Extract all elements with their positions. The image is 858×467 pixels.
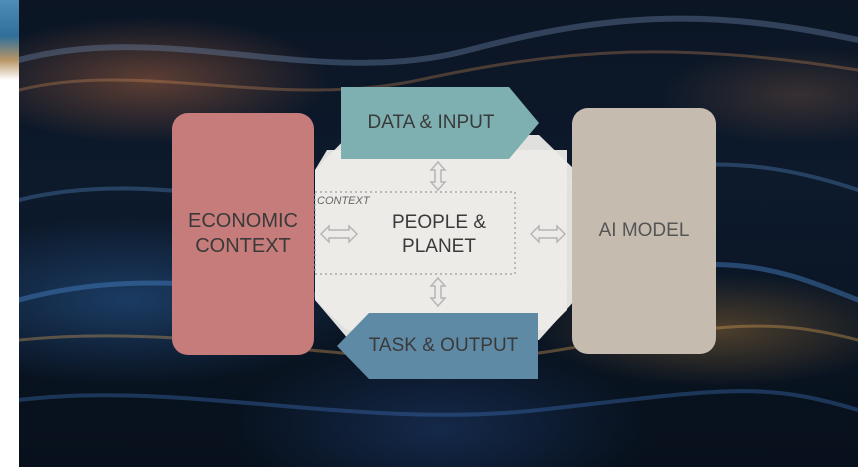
economic-context-box [172,113,314,355]
data-input-arrow [341,87,539,159]
people-planet-frame [314,191,516,275]
people-planet-label: PEOPLE & PLANET [392,212,486,257]
task-output-arrow [337,313,538,379]
ai-model-label: AI MODEL [598,220,690,242]
diagram-graphics [19,15,858,417]
diagram-scene: ECONOMIC CONTEXT DATA & INPUT CONTEXT PE… [19,0,858,467]
double-arrow-icon [319,160,567,308]
context-tag: CONTEXT [317,195,370,208]
data-input-label: DATA & INPUT [367,112,495,134]
economic-context-label: ECONOMIC CONTEXT [188,210,298,257]
task-output-label: TASK & OUTPUT [368,335,519,357]
corner-logo-fragment [0,0,19,80]
ai-model-box [572,108,716,354]
